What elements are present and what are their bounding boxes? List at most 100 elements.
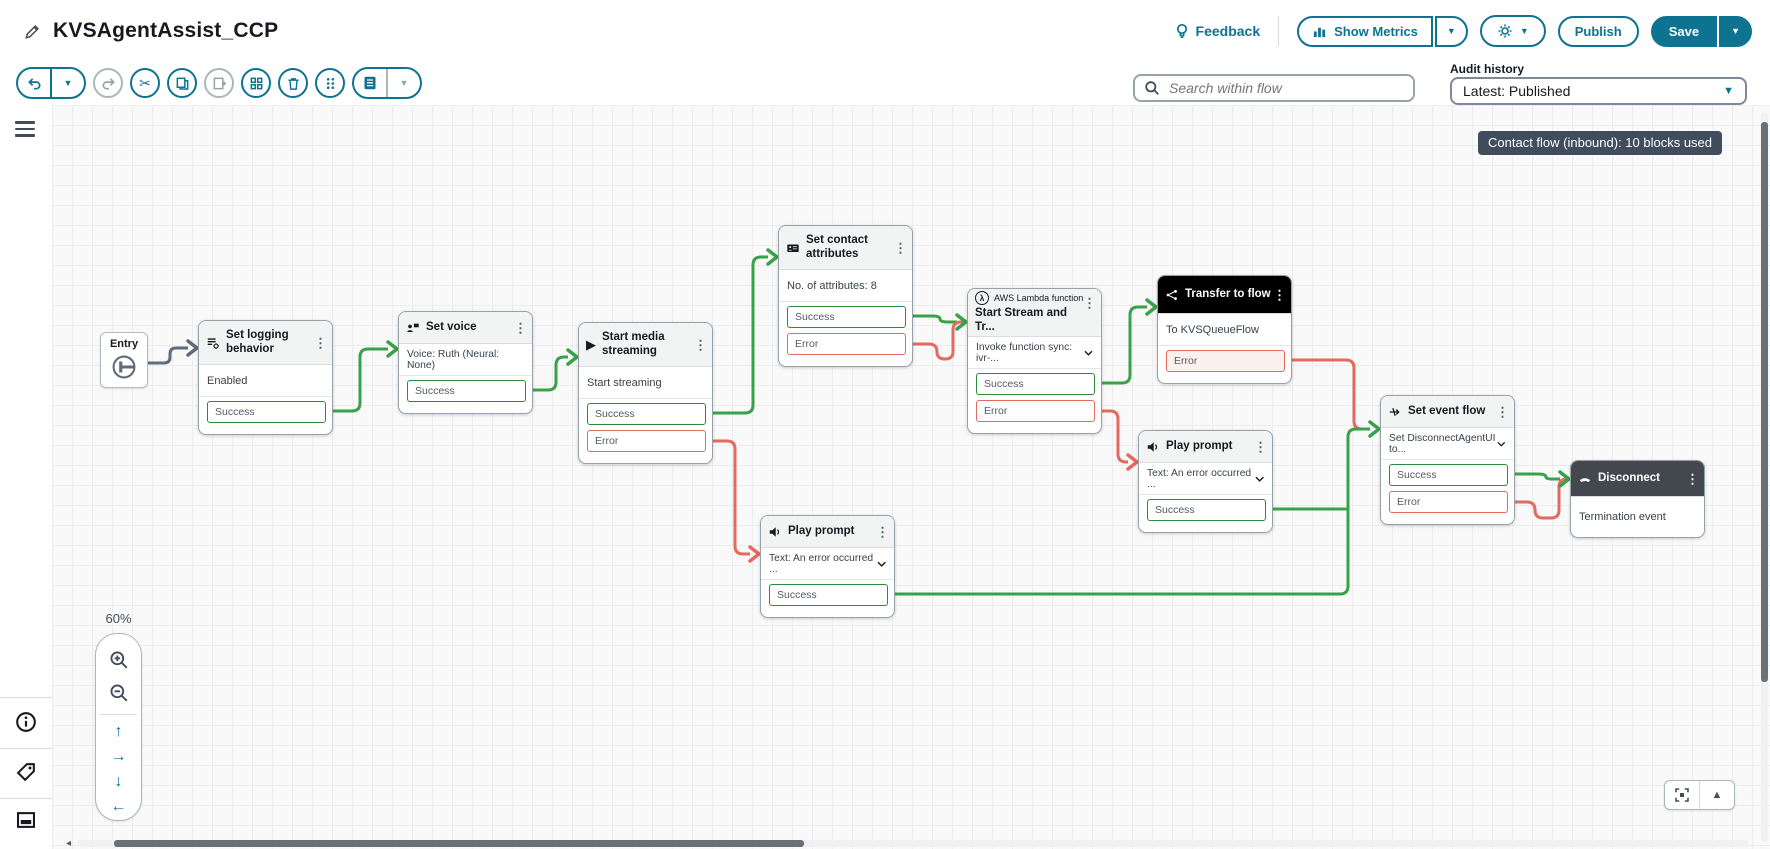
zoom-out-button[interactable] bbox=[104, 677, 134, 710]
info-button[interactable] bbox=[12, 708, 40, 736]
top-bar: KVSAgentAssist_CCP Feedback Show Metrics… bbox=[0, 0, 1770, 62]
edit-pencil-icon[interactable] bbox=[24, 23, 41, 40]
panel-toggle-button[interactable] bbox=[12, 806, 40, 834]
show-metrics-button[interactable]: Show Metrics bbox=[1297, 15, 1433, 47]
block-title: Set logging behavior bbox=[226, 328, 289, 355]
block-ports: Success bbox=[1139, 495, 1272, 532]
publish-label: Publish bbox=[1574, 23, 1622, 39]
divider bbox=[0, 798, 52, 799]
port-success[interactable]: Success bbox=[769, 584, 888, 606]
port-error[interactable]: Error bbox=[1389, 491, 1508, 513]
block-play-prompt-lower[interactable]: Play prompt ⋮ Text: An error occurred ..… bbox=[760, 515, 895, 618]
search-box bbox=[1133, 74, 1415, 102]
port-success[interactable]: Success bbox=[787, 306, 906, 328]
port-error[interactable]: Error bbox=[787, 333, 906, 355]
chevron-down-icon[interactable] bbox=[877, 561, 886, 567]
copy-button[interactable] bbox=[167, 68, 197, 98]
block-header: Set logging behavior ⋮ bbox=[199, 321, 332, 365]
horizontal-scroll-thumb[interactable] bbox=[114, 840, 804, 847]
port-success[interactable]: Success bbox=[587, 403, 706, 425]
pan-up-button[interactable]: ↑ bbox=[114, 723, 123, 741]
vertical-scrollbar[interactable] bbox=[1761, 112, 1768, 842]
caret-down-icon: ▼ bbox=[63, 77, 73, 88]
block-set-voice[interactable]: Set voice ⋮ Voice: Ruth (Neural: None) S… bbox=[398, 311, 533, 414]
block-transfer-to-flow[interactable]: Transfer to flow ⋮ To KVSQueueFlow Error bbox=[1157, 275, 1292, 384]
block-play-prompt-upper[interactable]: Play prompt ⋮ Text: An error occurred ..… bbox=[1138, 430, 1273, 533]
lightbulb-icon bbox=[1174, 23, 1190, 40]
audit-history-select[interactable]: Latest: Published ▼ bbox=[1450, 77, 1747, 105]
block-aws-lambda-function[interactable]: λ AWS Lambda function Start Stream and T… bbox=[967, 288, 1102, 434]
pan-right-button[interactable]: → bbox=[110, 748, 127, 766]
scroll-left-arrow[interactable]: ◂ bbox=[66, 838, 72, 849]
save-caret-button[interactable]: ▼ bbox=[1719, 15, 1752, 47]
save-button[interactable]: Save bbox=[1650, 15, 1718, 47]
annotations-caret-button[interactable]: ▼ bbox=[386, 69, 420, 97]
caret-down-icon: ▼ bbox=[1731, 25, 1740, 36]
show-metrics-caret-button[interactable]: ▼ bbox=[1434, 15, 1468, 47]
port-error[interactable]: Error bbox=[976, 400, 1095, 422]
block-set-contact-attributes[interactable]: Set contact attributes ⋮ No. of attribut… bbox=[778, 225, 913, 367]
kebab-menu-icon[interactable]: ⋮ bbox=[894, 240, 907, 255]
fit-to-view-button[interactable] bbox=[1665, 781, 1699, 809]
block-summary: No. of attributes: 8 bbox=[779, 270, 912, 302]
block-title: Start media streaming bbox=[602, 330, 665, 357]
speaker-icon bbox=[768, 525, 782, 539]
collapse-panel-button[interactable]: ▲ bbox=[1699, 781, 1734, 809]
kebab-menu-icon[interactable]: ⋮ bbox=[1273, 287, 1286, 302]
settings-button[interactable]: ▼ bbox=[1479, 15, 1546, 47]
horizontal-scrollbar[interactable] bbox=[78, 840, 1748, 847]
block-set-event-flow[interactable]: Set event flow ⋮ Set DisconnectAgentUI t… bbox=[1380, 395, 1515, 525]
drag-handle-button[interactable] bbox=[315, 68, 345, 98]
chevron-down-icon[interactable] bbox=[1497, 441, 1506, 447]
chevron-down-icon[interactable] bbox=[1255, 476, 1264, 482]
vertical-scroll-thumb[interactable] bbox=[1761, 122, 1768, 682]
kebab-menu-icon[interactable]: ⋮ bbox=[1496, 404, 1509, 419]
kebab-menu-icon[interactable]: ⋮ bbox=[1254, 439, 1267, 454]
port-error[interactable]: Error bbox=[587, 430, 706, 452]
block-summary: To KVSQueueFlow bbox=[1158, 314, 1291, 346]
kebab-menu-icon[interactable]: ⋮ bbox=[694, 337, 707, 352]
block-set-logging-behavior[interactable]: Set logging behavior ⋮ Enabled Success bbox=[198, 320, 333, 435]
paste-button[interactable] bbox=[204, 68, 234, 98]
blocks-menu-icon[interactable] bbox=[15, 121, 35, 141]
port-success[interactable]: Success bbox=[1389, 464, 1508, 486]
kebab-menu-icon[interactable]: ⋮ bbox=[1686, 471, 1699, 486]
block-title: Transfer to flow bbox=[1185, 287, 1271, 300]
undo-button[interactable] bbox=[18, 69, 50, 97]
annotations-button[interactable] bbox=[354, 69, 386, 97]
undo-caret-button[interactable]: ▼ bbox=[50, 69, 84, 97]
top-actions: Feedback Show Metrics ▼ ▼ Publish bbox=[1174, 15, 1752, 47]
show-metrics-label: Show Metrics bbox=[1334, 23, 1418, 39]
cut-button[interactable]: ✂ bbox=[130, 68, 160, 98]
block-header: Play prompt ⋮ bbox=[761, 516, 894, 548]
lambda-icon: λ bbox=[975, 290, 989, 305]
port-success[interactable]: Success bbox=[407, 380, 526, 402]
port-success[interactable]: Success bbox=[1147, 499, 1266, 521]
group-blocks-button[interactable] bbox=[241, 68, 271, 98]
block-entry[interactable]: Entry bbox=[100, 332, 148, 388]
zoom-in-button[interactable] bbox=[104, 644, 134, 677]
delete-button[interactable] bbox=[278, 68, 308, 98]
publish-button[interactable]: Publish bbox=[1557, 15, 1639, 47]
port-error[interactable]: Error bbox=[1166, 350, 1285, 372]
tags-button[interactable] bbox=[12, 758, 40, 786]
flow-canvas[interactable]: Contact flow (inbound): 10 blocks used E… bbox=[52, 105, 1770, 849]
kebab-menu-icon[interactable]: ⋮ bbox=[314, 335, 327, 350]
chevron-down-icon[interactable] bbox=[1084, 350, 1093, 356]
contact-attributes-icon bbox=[786, 241, 800, 255]
block-start-media-streaming[interactable]: ▶ Start media streaming ⋮ Start streamin… bbox=[578, 322, 713, 464]
phone-disconnect-icon bbox=[1578, 472, 1592, 486]
redo-button[interactable] bbox=[93, 68, 123, 98]
kebab-menu-icon[interactable]: ⋮ bbox=[1083, 295, 1096, 311]
pan-down-button[interactable]: ↓ bbox=[114, 773, 123, 791]
port-success[interactable]: Success bbox=[207, 401, 326, 423]
port-success[interactable]: Success bbox=[976, 373, 1095, 395]
kebab-menu-icon[interactable]: ⋮ bbox=[514, 320, 527, 335]
pan-left-button[interactable]: ← bbox=[110, 798, 127, 816]
kebab-menu-icon[interactable]: ⋮ bbox=[876, 524, 889, 539]
block-disconnect[interactable]: Disconnect ⋮ Termination event bbox=[1570, 460, 1705, 538]
search-input[interactable] bbox=[1167, 79, 1404, 97]
feedback-link[interactable]: Feedback bbox=[1174, 23, 1260, 40]
block-title: Set event flow bbox=[1408, 404, 1486, 417]
divider bbox=[0, 748, 52, 749]
